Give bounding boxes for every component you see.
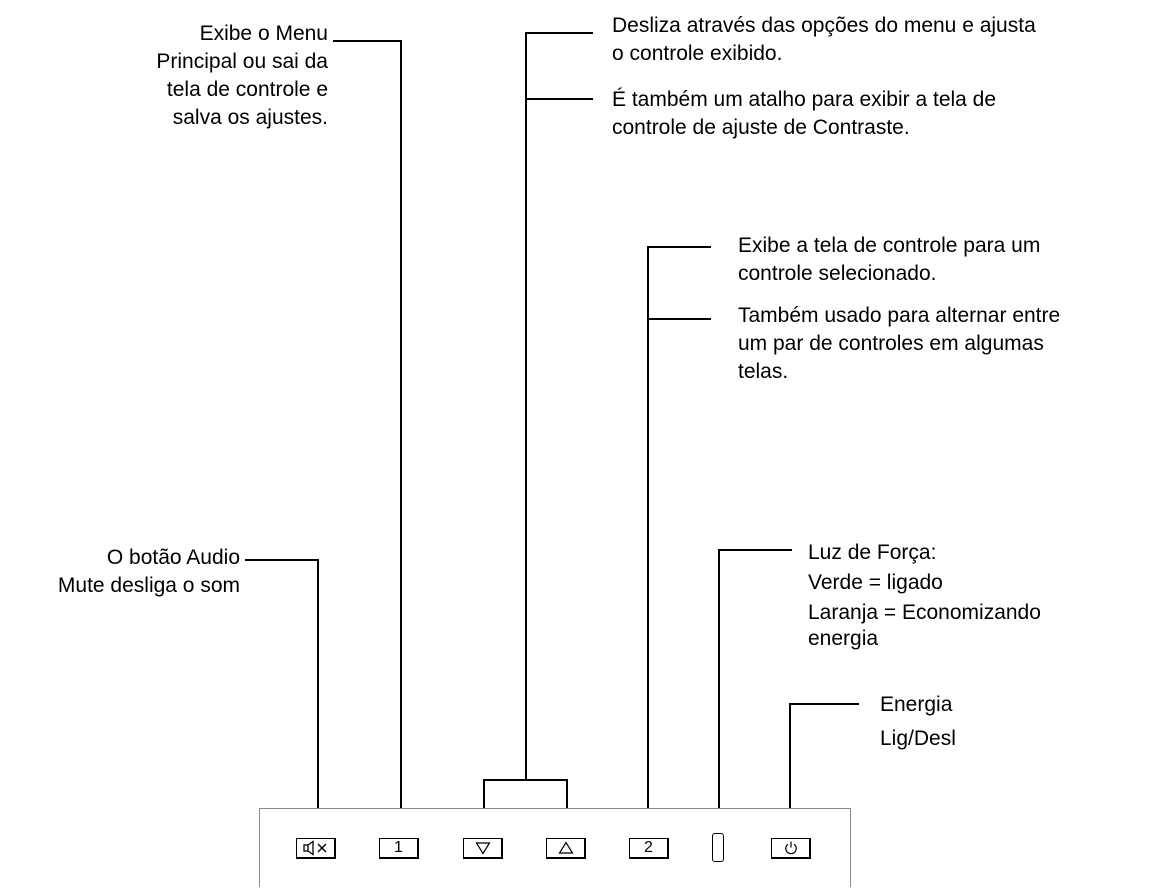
triangle-up-icon [557,841,574,855]
callout-menu: Exibe o Menu Principal ou sai da tela de… [156,22,328,129]
bracket-arrows-right [566,779,568,808]
leader-menu-v [400,40,402,808]
callout-power-light: Luz de Força: Verde = ligado Laranja = E… [808,541,1041,650]
leader-power-v [789,703,791,808]
leader-select-h [647,246,711,248]
button-2[interactable]: 2 [629,838,669,859]
callout-select: Exibe a tela de controle para um control… [738,234,1041,285]
leader-scroll-h [525,32,593,34]
leader-toggle-h [647,318,711,320]
callout-mute: O botão Audio Mute desliga o som [57,546,240,597]
callout-power: Energia Lig/Desl [880,693,956,750]
callout-scroll: Desliza através das opções do menu e aju… [612,14,1036,65]
up-button[interactable] [546,838,586,859]
bracket-arrows-h [483,779,567,781]
leader-power-h [789,703,859,705]
leader-arrows-v [525,32,527,780]
power-light [712,833,724,862]
leader-menu-h [333,40,401,42]
leader-led-h [718,549,792,551]
triangle-down-icon [474,841,491,855]
bracket-arrows-left [483,779,485,808]
leader-contrast-h [525,98,593,100]
leader-mute-h [245,559,319,561]
leader-led-v [718,549,720,808]
down-button[interactable] [463,838,503,859]
mute-button[interactable] [296,838,336,859]
power-icon [783,840,799,856]
leader-mute-v [317,559,319,808]
button-1[interactable]: 1 [379,838,419,859]
power-button[interactable] [771,838,811,859]
leader-button2-v [647,246,649,808]
speaker-mute-icon [301,840,331,856]
callout-contrast: É também um atalho para exibir a tela de… [612,88,997,139]
callout-toggle: Também usado para alternar entre um par … [738,304,1061,383]
